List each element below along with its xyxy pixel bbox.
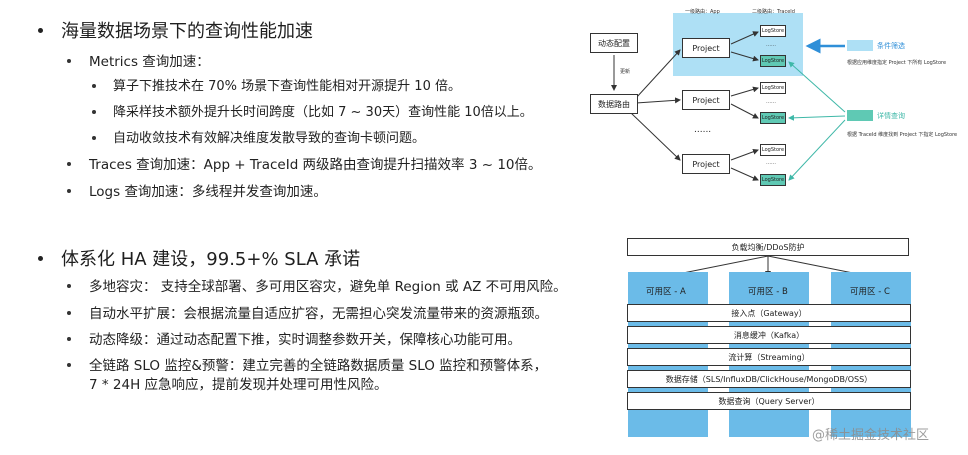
detail-query-swatch: [847, 110, 873, 121]
ha-item-3: 动态降级：通过动态配置下推，实时调整参数开关，保障核心功能可用。: [89, 332, 521, 348]
metrics-item-3: 自动收敛技术有效解决维度发散导致的查询卡顿问题。: [113, 131, 426, 146]
logstore-box-highlight: LogStore: [760, 55, 786, 67]
traces-text: Traces 查询加速：App + TraceId 两级路由查询提升扫描效率 3…: [89, 157, 542, 173]
detail-query-desc: 根据 TraceId 维度找到 Project 下指定 LogStore: [847, 132, 958, 138]
zone-a-label: 可用区 - A: [646, 287, 686, 297]
dynamic-config-box: 动态配置: [590, 33, 638, 53]
project-box-2: Project: [682, 90, 730, 110]
metrics-item-1: 算子下推技术在 70% 场景下查询性能相对开源提升 10 倍。: [113, 79, 461, 94]
gateway-layer: 接入点（Gateway）: [627, 304, 911, 322]
bullet: [67, 162, 71, 166]
ha-item-4: 全链路 SLO 监控&预警：建立完善的全链路数据质量 SLO 监控和预警体系，: [89, 358, 548, 374]
bullet: [92, 136, 96, 140]
bullet: [67, 59, 71, 63]
condition-filter-desc: 根据应用维度指定 Project 下所有 LogStore: [847, 60, 947, 66]
section2-title: 体系化 HA 建设，99.5+% SLA 承诺: [61, 249, 361, 270]
logstore-box: LogStore: [760, 144, 786, 156]
data-router-box: 数据路由: [590, 94, 638, 114]
update-label: 更新: [620, 69, 631, 75]
condition-filter-label: 条件筛选: [877, 42, 905, 50]
bullet: [67, 337, 71, 341]
zone-b-label: 可用区 - B: [748, 287, 788, 297]
ha-item-4-cont: 7 * 24H 应急响应，提前发现并处理可用性风险。: [89, 377, 388, 393]
logstore-box-highlight: LogStore: [760, 174, 786, 186]
bullet: [92, 110, 96, 114]
metrics-title: Metrics 查询加速：: [89, 54, 210, 70]
detail-query-label: 详情查询: [877, 112, 905, 120]
ha-item-1: 多地容灾： 支持全球部署、多可用区容灾，避免单 Region 或 AZ 不可用风…: [89, 279, 567, 295]
zone-c-label: 可用区 - C: [850, 287, 890, 297]
query-layer: 数据查询（Query Server）: [627, 392, 911, 410]
project-box-1: Project: [682, 38, 730, 58]
logstore-box: LogStore: [760, 82, 786, 94]
logs-text: Logs 查询加速：多线程并发查询加速。: [89, 184, 327, 200]
project-box-3: Project: [682, 154, 730, 174]
watermark: @稀土掘金技术社区: [812, 428, 930, 443]
logstore-ellipsis: ……: [766, 99, 776, 105]
header-second-route: 二级路由：TraceId: [752, 9, 795, 15]
storage-layer: 数据存储（SLS/InfluxDB/ClickHouse/MongoDB/OSS…: [627, 370, 911, 388]
section1-title: 海量数据场景下的查询性能加速: [61, 21, 313, 42]
bullet: [67, 284, 71, 288]
bullet: [38, 256, 43, 261]
metrics-item-2: 降采样技术额外提升长时间跨度（比如 7 ~ 30天）查询性能 10倍以上。: [113, 105, 533, 120]
logstore-ellipsis: ……: [766, 160, 776, 166]
header-first-route: 一级路由：App: [685, 9, 720, 15]
streaming-layer: 流计算（Streaming）: [627, 348, 911, 366]
kafka-layer: 消息缓冲（Kafka）: [627, 326, 911, 344]
condition-filter-swatch: [847, 40, 873, 51]
logstore-box: LogStore: [760, 25, 786, 37]
bullet: [67, 189, 71, 193]
logstore-box-highlight: LogStore: [760, 112, 786, 124]
bullet: [67, 363, 71, 367]
logstore-ellipsis: ……: [766, 42, 776, 48]
bullet: [67, 311, 71, 315]
project-ellipsis: ......: [694, 125, 712, 135]
load-balancer-box: 负载均衡/DDoS防护: [627, 238, 909, 256]
ha-item-2: 自动水平扩展：会根据流量自适应扩容，无需担心突发流量带来的资源瓶颈。: [89, 306, 548, 322]
bullet: [38, 28, 43, 33]
bullet: [92, 84, 96, 88]
